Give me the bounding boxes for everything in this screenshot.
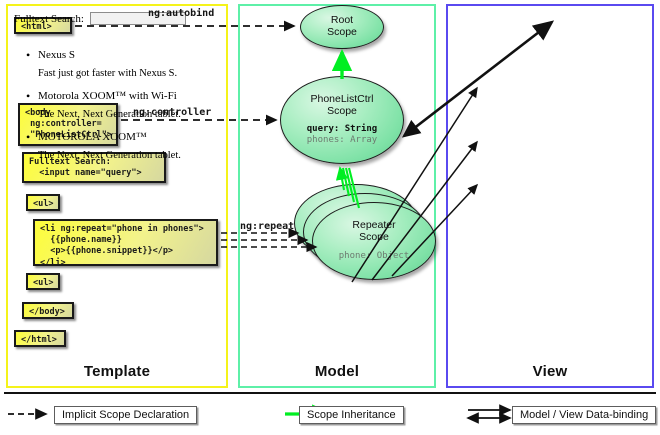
scope-root-title-line1: Root [330,14,354,27]
scope-repeater-title-line1: Repeater [352,219,396,232]
legend-label-implicit-scope-declaration: Implicit Scope Declaration [54,406,198,424]
view-phone-list: Nexus S Fast just got faster with Nexus … [10,48,198,161]
list-item[interactable]: Motorola XOOM™ with Wi-Fi The Next, Next… [10,89,198,120]
view-item-name: MOTOROLA XOOM™ [10,130,198,145]
column-label-template: Template [83,363,151,380]
scope-ctrl-title-line2: Scope [327,104,357,117]
view-search-input[interactable] [89,12,186,25]
code-box-fulltext-search: Fulltext Search: <input name="query"> [22,152,166,183]
scope-root-title-line2: Scope [327,26,357,38]
scope-root: Root Scope [300,5,384,49]
code-box-html-open: <html> [14,17,72,34]
legend-divider [4,392,656,394]
code-box-ul-open: <ul> [26,194,60,211]
view-item-snippet: The Next, Next Generation tablet. [38,109,181,120]
scope-ctrl-title-line1: PhoneListCtrl [310,92,374,105]
code-box-html-close: </html> [14,330,66,347]
scope-repeater: Repeater Scope phone: Object [312,202,436,280]
code-box-ul-close: <ul> [26,273,60,290]
view-search-row: Fulltext Search: [14,12,198,25]
column-label-view: View [532,363,568,380]
connector-label-ng-repeat: ng:repeat [240,221,295,232]
view-search-label: Fulltext Search: [14,12,84,25]
column-view: View [446,4,654,388]
scope-ctrl-prop-query: query: String [306,124,378,135]
code-box-li-repeat: <li ng:repeat="phone in phones"> {{phone… [33,219,218,268]
view-item-name: Nexus S [10,48,198,63]
connector-label-ng-controller: ng:controller [133,107,212,118]
list-item[interactable]: MOTOROLA XOOM™ The Next, Next Generation… [10,130,198,161]
legend-label-model-view-data-binding: Model / View Data-binding [512,406,657,424]
view-item-snippet: The Next, Next Generation tablet. [38,150,181,161]
scope-repeater-title-line2: Scope [359,231,389,244]
code-box-body-close: </body> [22,302,74,319]
scope-phonelistctrl: PhoneListCtrl Scope query: String phones… [280,76,404,164]
column-label-model: Model [314,363,360,380]
view-item-name: Motorola XOOM™ with Wi-Fi [10,89,198,104]
list-item[interactable]: Nexus S Fast just got faster with Nexus … [10,48,198,79]
view-item-snippet: Fast just got faster with Nexus S. [38,68,178,79]
view-content: Fulltext Search: Nexus S Fast just got f… [10,8,198,172]
scope-ctrl-prop-phones: phones: Array [306,135,378,146]
scope-repeater-prop-phone: phone: Object [338,250,410,261]
legend-label-scope-inheritance: Scope Inheritance [299,406,404,424]
connector-label-ng-autobind: ng:autobind [148,8,215,19]
